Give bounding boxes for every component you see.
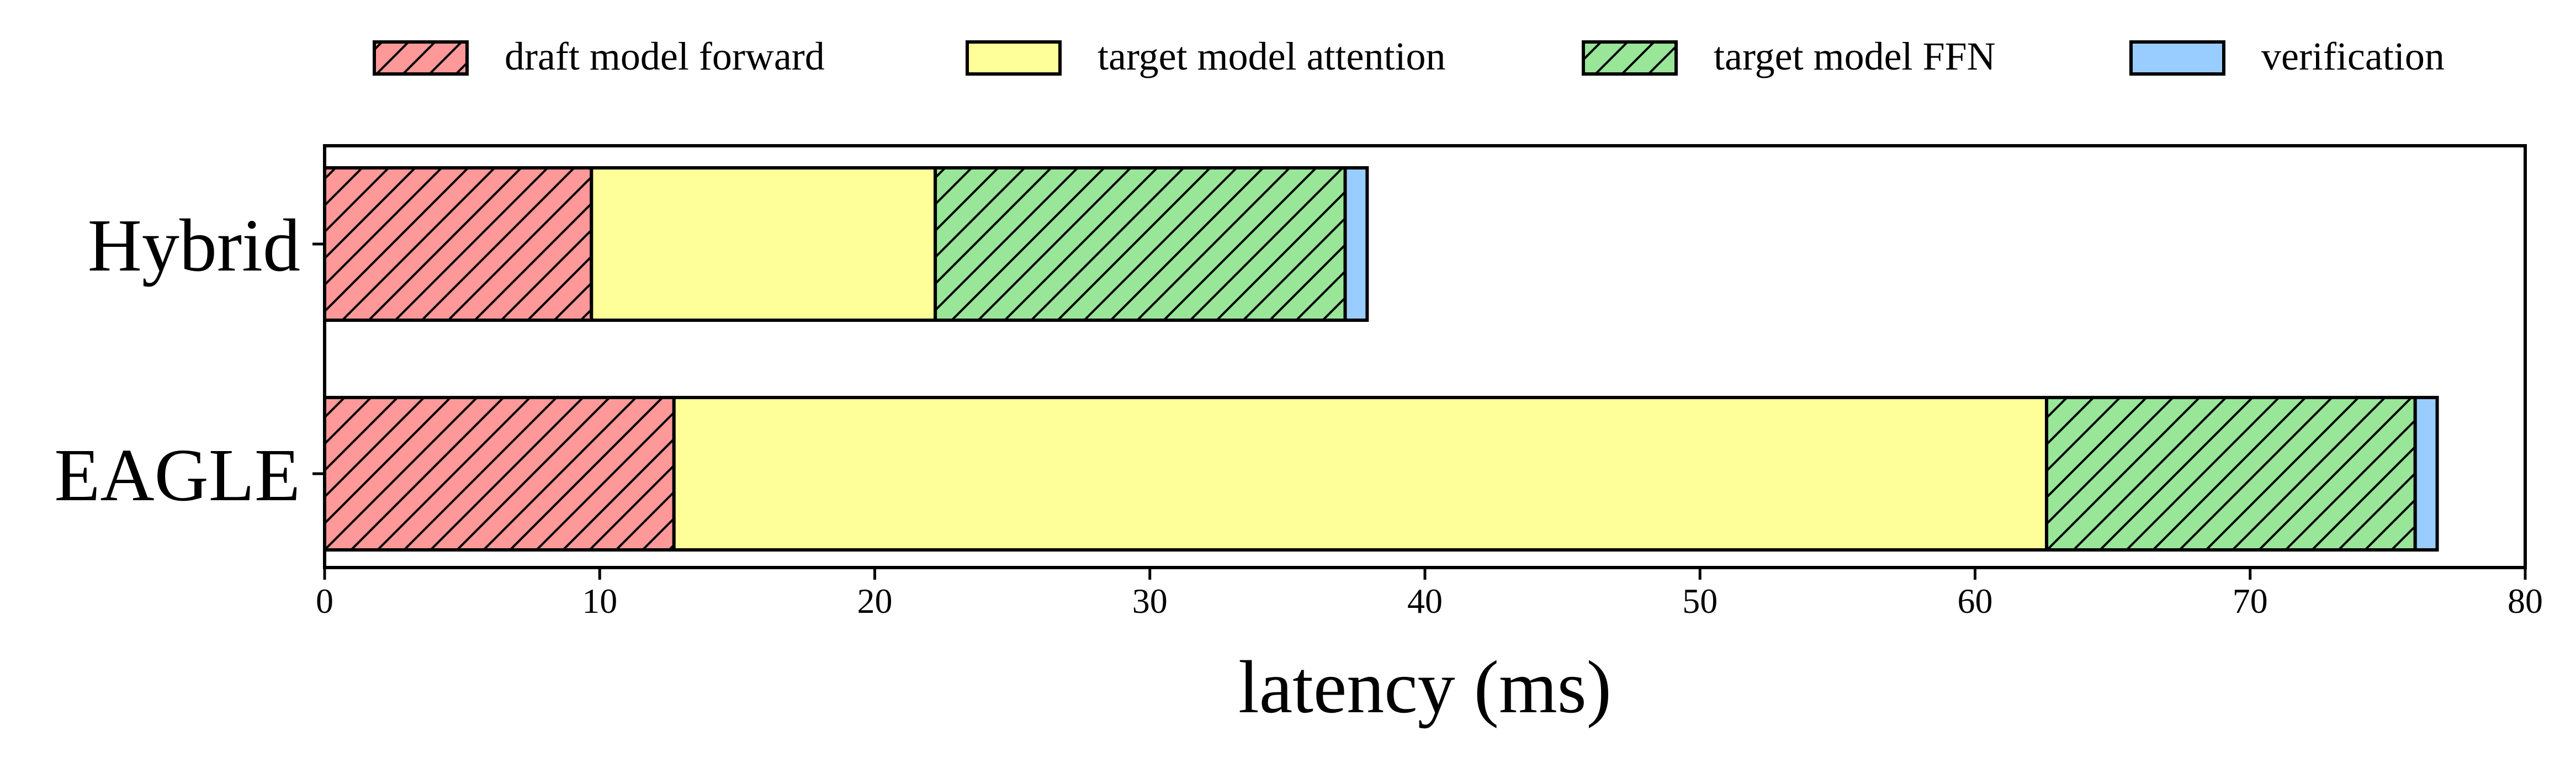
bar-hybrid-verification: [1345, 168, 1367, 320]
x-axis: 0 10 20 30 40 50 60 70 80: [316, 568, 2543, 621]
legend-label-target-model-ffn: target model FFN: [1714, 34, 1996, 78]
x-tick-label-40: 40: [1407, 581, 1443, 621]
legend-label-verification: verification: [2261, 34, 2445, 78]
legend-swatch-outline-draft-model-forward: [373, 40, 469, 76]
bar-hybrid-draft-model-forward-hatch: [325, 168, 592, 320]
bar-hybrid-target-model-attention: [591, 168, 936, 320]
x-tick-label-60: 60: [1958, 581, 1993, 621]
legend-label-target-model-attention: target model attention: [1098, 34, 1446, 78]
legend-swatch-verification: [2131, 42, 2224, 74]
x-tick-label-30: 30: [1132, 581, 1168, 621]
y-tick-label-hybrid: Hybrid: [88, 204, 300, 287]
bar-eagle-target-model-ffn-hatch: [2047, 398, 2415, 550]
bar-eagle-target-model-attention: [674, 398, 2047, 550]
x-tick-label-50: 50: [1682, 581, 1718, 621]
x-tick-label-0: 0: [316, 581, 333, 621]
bar-hybrid-verification-outline: [1343, 166, 1369, 322]
legend-swatch-target-model-attention: [967, 42, 1060, 74]
bar-eagle-verification-outline: [2413, 396, 2439, 552]
legend: draft model forward target model attentio…: [373, 34, 2445, 78]
x-tick-label-70: 70: [2233, 581, 2268, 621]
bar-hybrid-target-model-ffn-hatch: [935, 168, 1345, 320]
bar-eagle-verification: [2415, 398, 2437, 550]
legend-label-draft-model-forward: draft model forward: [505, 34, 825, 78]
bars: [323, 166, 2439, 552]
legend-swatch-hatch-draft-model-forward: [374, 42, 467, 74]
legend-swatch-outline-target-model-attention: [966, 40, 1062, 76]
bar-eagle-draft-model-forward-hatch: [325, 398, 674, 550]
y-tick-label-eagle: EAGLE: [54, 434, 300, 517]
x-tick-label-80: 80: [2508, 581, 2543, 621]
x-tick-label-10: 10: [582, 581, 617, 621]
x-axis-label: latency (ms): [1238, 646, 1612, 729]
legend-swatch-outline-target-model-ffn: [1582, 40, 1678, 76]
x-tick-label-20: 20: [857, 581, 893, 621]
legend-swatch-hatch-target-model-ffn: [1583, 42, 1676, 74]
legend-swatch-outline-verification: [2129, 40, 2225, 76]
